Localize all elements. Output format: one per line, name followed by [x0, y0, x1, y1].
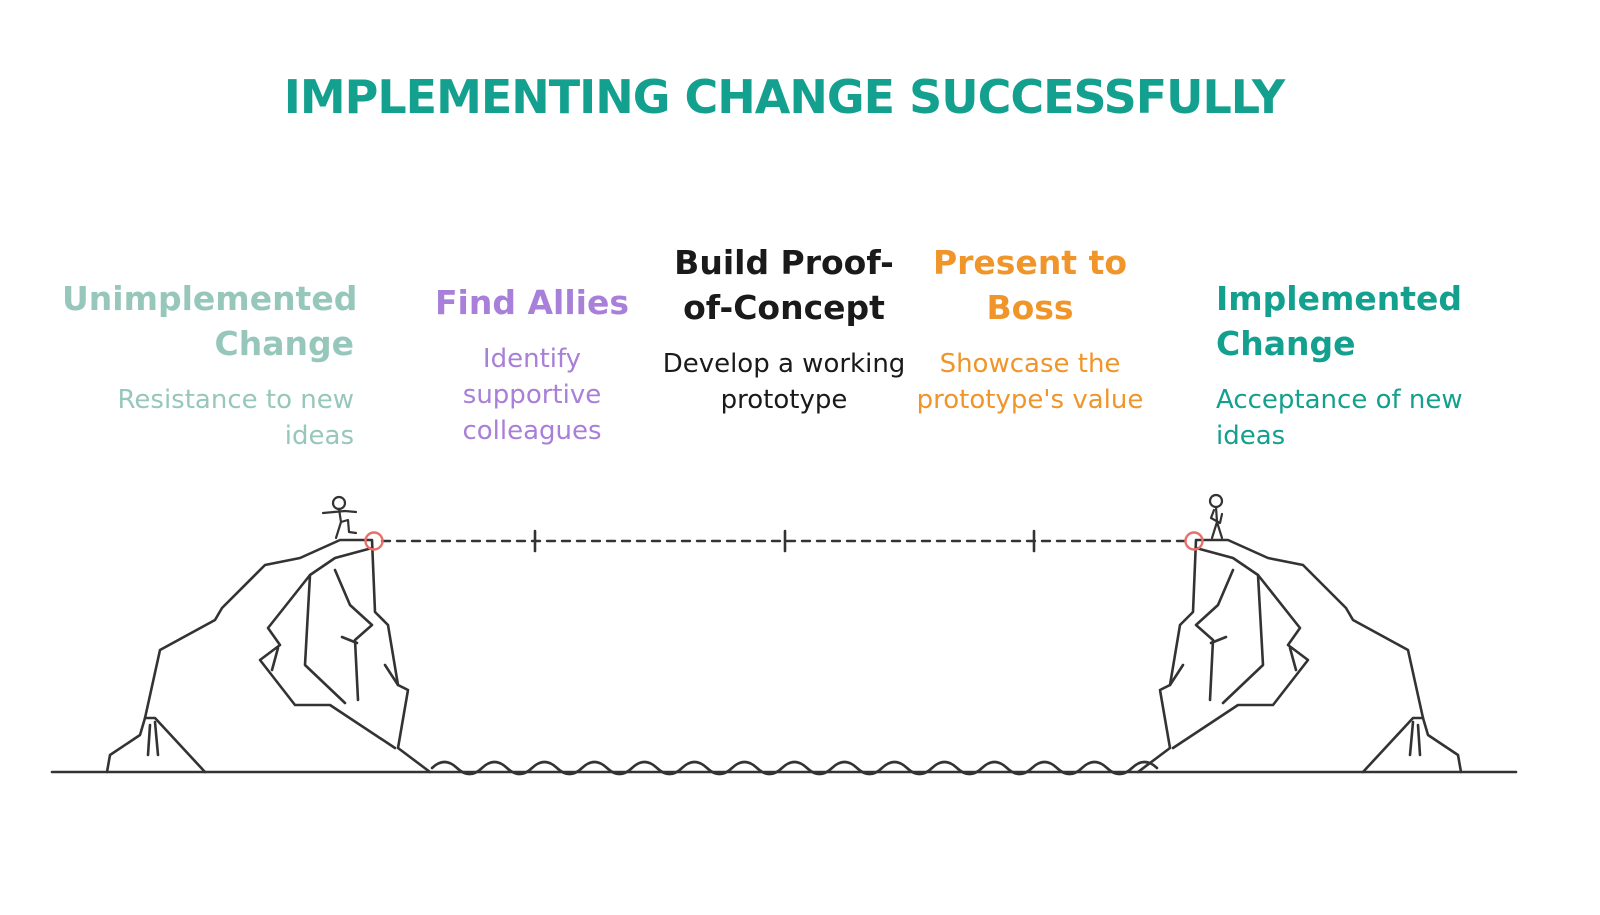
stage-heading: Find Allies	[435, 283, 629, 322]
stage-description: Acceptance of new ideas	[1216, 385, 1463, 451]
stage-heading: Unimplemented Change	[62, 279, 358, 363]
stage-implemented-change: Implemented Change Acceptance of new ide…	[1216, 276, 1516, 454]
stage-description: Identify supportive colleagues	[462, 344, 602, 446]
stage-heading: Build Proof-of-Concept	[674, 243, 894, 327]
person-standing-icon	[1208, 493, 1224, 540]
stage-description: Resistance to new ideas	[117, 385, 354, 451]
stage-heading: Present to Boss	[932, 243, 1128, 327]
page-title: IMPLEMENTING CHANGE SUCCESSFULLY	[283, 70, 1286, 124]
start-marker	[364, 531, 384, 551]
stage-description: Showcase the prototype's value	[916, 349, 1144, 415]
person-stepping-icon	[321, 495, 358, 540]
stage-heading: Implemented Change	[1216, 279, 1463, 363]
stage-description: Develop a working prototype	[662, 349, 906, 415]
end-marker	[1184, 531, 1204, 551]
stage-find-allies: Find Allies Identify supportive colleagu…	[432, 280, 632, 449]
stage-unimplemented-change: Unimplemented Change Resistance to new i…	[62, 276, 358, 454]
cliff-left-icon	[105, 538, 432, 774]
stage-present-to-boss: Present to Boss Showcase the prototype's…	[912, 240, 1148, 418]
stage-build-proof-of-concept: Build Proof-of-Concept Develop a working…	[656, 240, 912, 418]
cliff-right-icon	[1136, 538, 1463, 774]
water-waves-icon	[430, 760, 1159, 776]
